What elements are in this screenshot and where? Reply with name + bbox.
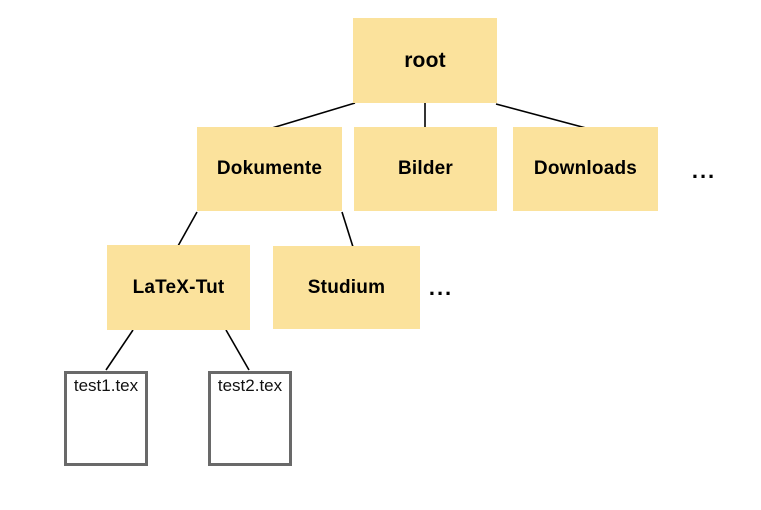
edge-dokumente-latex-tut (177, 211, 198, 247)
tree-node-bilder: Bilder (354, 127, 497, 211)
tree-node-studium-label: Studium (307, 276, 386, 298)
more-siblings-level2-ellipsis: ... (691, 158, 717, 183)
edge-root-downloads (495, 103, 587, 129)
edge-latex-tut-test2 (225, 329, 250, 371)
tree-node-bilder-label: Bilder (397, 158, 454, 179)
tree-node-root: root (353, 18, 497, 103)
edge-dokumente-studium (341, 211, 354, 248)
tree-node-latex-tut-label: LaTeX-Tut (132, 276, 225, 298)
tree-node-file-test1: test1.tex (64, 371, 148, 466)
tree-node-root-label: root (404, 48, 446, 72)
edge-root-dokumente (271, 102, 356, 129)
tree-node-downloads: Downloads (513, 127, 658, 211)
tree-node-file-test1-label: test1.tex (73, 376, 139, 395)
edge-latex-tut-test1 (105, 329, 134, 371)
tree-node-latex-tut: LaTeX-Tut (107, 245, 250, 330)
tree-node-dokumente: Dokumente (197, 127, 342, 211)
more-siblings-level3-ellipsis: ... (428, 275, 454, 300)
tree-node-downloads-label: Downloads (533, 158, 638, 179)
tree-node-file-test2-label: test2.tex (217, 376, 283, 395)
tree-node-studium: Studium (273, 246, 420, 329)
tree-node-dokumente-label: Dokumente (216, 158, 323, 179)
tree-node-file-test2: test2.tex (208, 371, 292, 466)
